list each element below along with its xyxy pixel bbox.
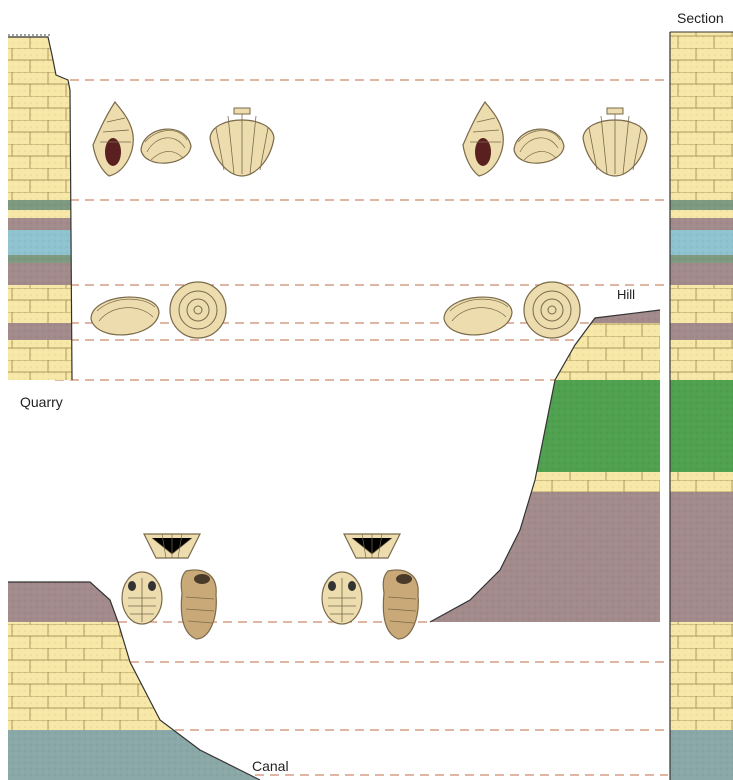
trilobite-icon (122, 572, 162, 624)
coral-icon (383, 570, 418, 639)
trilobite-icon (322, 572, 362, 624)
fossil-group-middle-left (91, 282, 226, 338)
section-label: Section (677, 10, 724, 26)
hill-outcrop (430, 300, 660, 622)
fossil-group-lower-left (122, 534, 216, 639)
scallop-icon (210, 108, 274, 176)
quarry-label: Quarry (20, 394, 63, 410)
bivalve-icon (141, 129, 191, 163)
hill-label: Hill (617, 287, 635, 302)
fossil-group-lower-right (322, 534, 418, 639)
ammonite-icon (170, 282, 226, 338)
brachiopod-icon (444, 297, 512, 335)
fossil-group-upper-right (463, 102, 647, 176)
scallop-icon (583, 108, 647, 176)
fossil-group-middle-right (444, 282, 580, 338)
quarry-outcrop (8, 30, 78, 380)
brachiopod-icon (91, 297, 159, 335)
canal-label: Canal (252, 758, 289, 774)
gastropod-icon (463, 102, 503, 176)
crinoid-icon (344, 534, 400, 558)
gastropod-icon (93, 102, 133, 176)
section-column (670, 32, 733, 780)
ammonite-icon (524, 282, 580, 338)
coral-icon (181, 570, 216, 639)
bivalve-icon (514, 129, 564, 163)
fossil-group-upper-left (93, 102, 274, 176)
crinoid-icon (144, 534, 200, 558)
